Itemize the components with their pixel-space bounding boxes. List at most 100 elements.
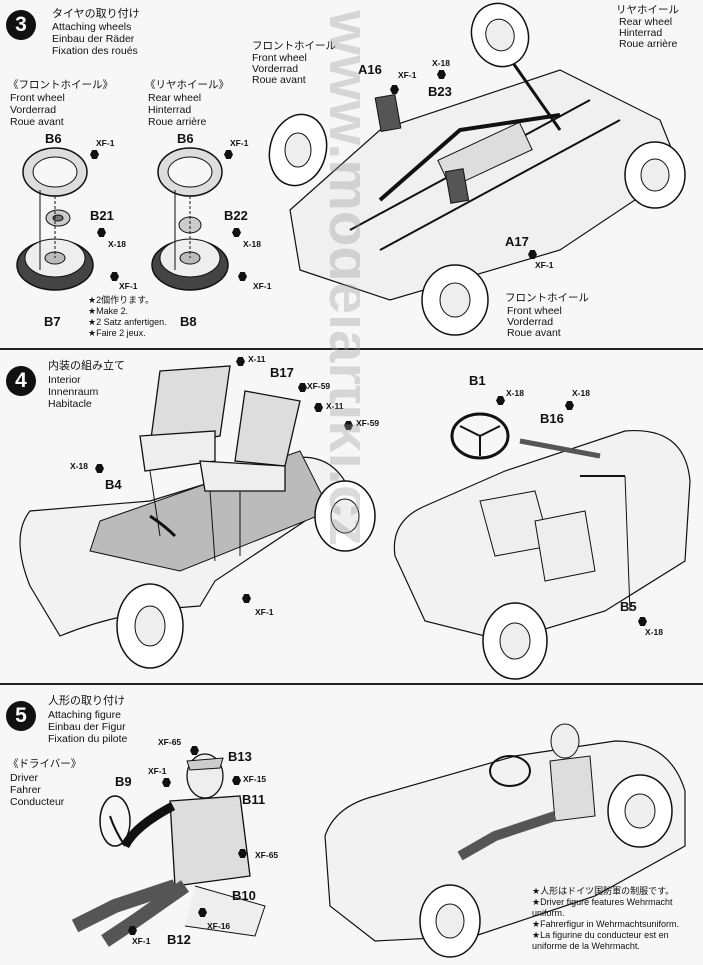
make-note-jp: ★2個作ります。 <box>88 295 155 305</box>
part-b10: B10 <box>232 888 256 903</box>
paint-marker-icon <box>344 421 353 430</box>
front-wheel-label-de: Vorderrad <box>10 104 57 116</box>
paint-marker-icon <box>198 908 207 917</box>
part-b6-front: B6 <box>45 131 62 146</box>
chassis-rear-en: Rear wheel <box>619 16 673 28</box>
part-b4: B4 <box>105 477 122 492</box>
front-wheel-label-jp: 《フロントホイール》 <box>8 79 113 91</box>
paint-xf1-b8: XF-1 <box>253 281 272 291</box>
paint-marker-icon <box>236 357 245 366</box>
make-note-en: ★Make 2. <box>88 306 129 316</box>
part-a17: A17 <box>505 234 529 249</box>
driver-figure-diagram <box>71 753 266 947</box>
part-b7: B7 <box>44 314 61 329</box>
paint-x11-seat-top: X-11 <box>248 354 266 364</box>
chassis-front-top-de: Vorderrad <box>252 63 299 75</box>
paint-marker-icon <box>390 85 399 94</box>
paint-marker-icon <box>224 150 233 159</box>
paint-marker-icon <box>90 150 99 159</box>
paint-x18-b21: X-18 <box>108 239 126 249</box>
driver-label-en: Driver <box>10 772 38 784</box>
front-wheel-exploded-diagram <box>16 147 94 291</box>
paint-marker-icon <box>496 396 505 405</box>
paint-x18-b4: X-18 <box>70 461 88 471</box>
part-b23: B23 <box>428 84 452 99</box>
figure-note-de: ★Fahrerfigur in Wehrmachtsuniform. <box>532 919 679 929</box>
step-4-title-de: Innenraum <box>48 386 99 398</box>
section-divider <box>0 348 703 350</box>
front-wheel-label-en: Front wheel <box>10 92 65 104</box>
paint-marker-icon <box>242 594 251 603</box>
paint-marker-icon <box>298 383 307 392</box>
paint-xf1-b6-rear: XF-1 <box>230 138 249 148</box>
part-b22: B22 <box>224 208 248 223</box>
paint-x11-seat: X-11 <box>326 401 344 411</box>
paint-xf65-uniform: XF-65 <box>255 850 279 860</box>
step-5-title-en: Attaching figure <box>48 709 121 721</box>
chassis-front-top-en: Front wheel <box>252 52 307 64</box>
part-b16: B16 <box>540 411 564 426</box>
paint-xf1-floor: XF-1 <box>255 607 274 617</box>
step-3-title-jp: タイヤの取り付け <box>52 8 140 20</box>
step-4-title-en: Interior <box>48 374 81 386</box>
interior-seats-diagram <box>19 365 376 669</box>
paint-marker-icon <box>565 401 574 410</box>
part-b12: B12 <box>167 932 191 947</box>
chassis-rear-jp: リヤホイール <box>616 4 679 16</box>
step-4-number: 4 <box>6 366 36 396</box>
driver-label-fr: Conducteur <box>10 796 65 808</box>
figure-note-jp: ★人形はドイツ国防軍の制服です。 <box>532 886 675 896</box>
paint-marker-icon <box>638 617 647 626</box>
paint-marker-icon <box>314 403 323 412</box>
figure-note-en-1: ★Driver figure features Wehrmacht <box>532 897 673 907</box>
part-b21: B21 <box>90 208 114 223</box>
paint-x18-b23: X-18 <box>432 58 450 68</box>
step-5-title-fr: Fixation du pilote <box>48 733 128 745</box>
chassis-front-top-fr: Roue avant <box>252 74 306 86</box>
part-b8: B8 <box>180 314 197 329</box>
paint-xf59-top: XF-59 <box>307 381 331 391</box>
make-note-fr: ★Faire 2 jeux. <box>88 328 146 338</box>
paint-marker-icon <box>238 849 247 858</box>
paint-xf16: XF-16 <box>207 921 231 931</box>
chassis-front-bottom-fr: Roue avant <box>507 327 561 339</box>
paint-xf65-cap: XF-65 <box>158 737 182 747</box>
rear-wheel-exploded-diagram <box>151 147 229 291</box>
paint-marker-icon <box>232 776 241 785</box>
step-3-title-fr: Fixation des roués <box>52 45 138 57</box>
paint-marker-icon <box>238 272 247 281</box>
vehicle-with-driver-diagram <box>324 723 686 958</box>
figure-note-en-2: uniform. <box>532 908 565 918</box>
paint-marker-icon <box>162 778 171 787</box>
part-b17: B17 <box>270 365 294 380</box>
rear-wheel-label-en: Rear wheel <box>148 92 202 104</box>
paint-xf1-b6-front: XF-1 <box>96 138 115 148</box>
step-5-title-de: Einbau der Figur <box>48 721 126 733</box>
paint-marker-icon <box>528 250 537 259</box>
chassis-diagram <box>268 2 686 336</box>
paint-marker-icon <box>97 228 106 237</box>
step-4-title-jp: 内装の組み立て <box>48 360 125 372</box>
step-5-title-jp: 人形の取り付け <box>48 695 125 707</box>
paint-x18-b5: X-18 <box>645 627 663 637</box>
step-3-title-en: Attaching wheels <box>52 21 132 33</box>
part-a16: A16 <box>358 62 382 77</box>
step-3-title-de: Einbau der Räder <box>52 33 135 45</box>
step-3-panel: 3 タイヤの取り付け Attaching wheels Einbau der R… <box>0 0 703 345</box>
step-4-title-fr: Habitacle <box>48 398 92 410</box>
figure-note-fr-1: ★La figurine du conducteur est en <box>532 930 669 940</box>
paint-xf1-b7: XF-1 <box>119 281 138 291</box>
rear-wheel-label-de: Hinterrad <box>148 104 192 116</box>
paint-marker-icon <box>95 464 104 473</box>
chassis-front-bottom-de: Vorderrad <box>507 316 554 328</box>
paint-xf59-seat: XF-59 <box>356 418 380 428</box>
driver-label-jp: 《ドライバー》 <box>8 758 82 770</box>
figure-note-fr-2: uniforme de la Wehrmacht. <box>532 941 640 951</box>
rear-wheel-label-fr: Roue arrière <box>148 116 207 128</box>
part-b6-rear: B6 <box>177 131 194 146</box>
paint-marker-icon <box>190 746 199 755</box>
part-b5: B5 <box>620 599 637 614</box>
paint-xf1-a16: XF-1 <box>398 70 417 80</box>
chassis-rear-fr: Roue arrière <box>619 38 678 50</box>
step-4-panel: 4 内装の組み立て Interior Innenraum Habitacle X… <box>0 351 703 681</box>
